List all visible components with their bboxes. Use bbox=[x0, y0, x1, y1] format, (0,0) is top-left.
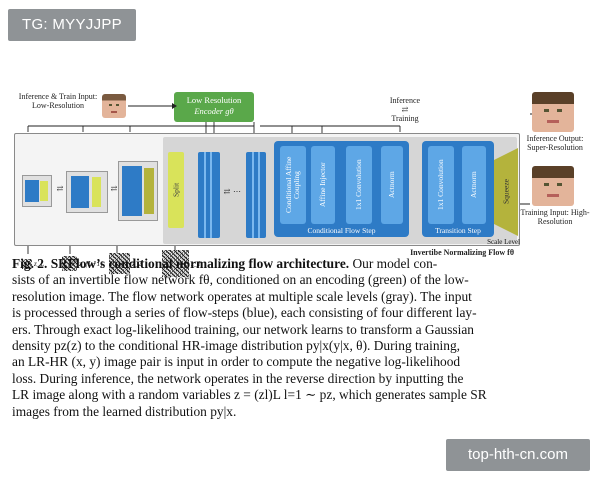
arrow-icon: ⇄ bbox=[56, 184, 64, 193]
conditional-flow-step-label: Conditional Flow Step bbox=[307, 226, 376, 235]
ellipsis: ⋯ bbox=[233, 187, 241, 196]
affine-injector: Affine Injector bbox=[311, 146, 335, 224]
encoder-label-line1: Low Resolution bbox=[186, 95, 242, 105]
watermark-bottom: top-hth-cn.com bbox=[446, 439, 590, 471]
flow-stack-2 bbox=[71, 176, 89, 208]
transition-conv-1x1: 1x1 Convolution bbox=[428, 146, 454, 224]
caption-line-7: an LR-HR (x, y) image pair is input in o… bbox=[12, 354, 461, 370]
latent-zL-label: z_L bbox=[34, 260, 45, 268]
caption-line-3: resolution image. The flow network opera… bbox=[12, 288, 472, 304]
squeeze-label: Squeeze bbox=[501, 179, 511, 205]
caption-line-1: Fig. 2. SRFlow’s conditional normalizing… bbox=[12, 256, 582, 272]
latent-zL-1-label: z_{L−1} bbox=[79, 260, 103, 268]
latent-z2-image bbox=[109, 253, 130, 274]
caption-line-4: is processed through a series of flow-st… bbox=[12, 305, 477, 321]
caption-line-10: images from the learned distribution py|… bbox=[12, 403, 237, 419]
lr-input-label: Inference & Train Input: Low-Resolution bbox=[18, 92, 98, 110]
bidirectional-arrow-icon: ⇄ bbox=[401, 105, 409, 114]
split-block: Split bbox=[168, 152, 184, 228]
caption-line-6: density pz(z) to the conditional HR-imag… bbox=[12, 338, 461, 354]
flow-stack-3 bbox=[25, 180, 39, 202]
conditional-affine-coupling: Conditional Affine Coupling bbox=[280, 146, 306, 224]
architecture-diagram: Inference & Train Input: Low-Resolution … bbox=[0, 44, 600, 277]
caption-fig-label: Fig. 2. bbox=[12, 256, 48, 271]
transition-actnorm: Actnorm bbox=[462, 146, 486, 224]
flow-steps-stack-b bbox=[246, 152, 266, 238]
split-3 bbox=[40, 181, 48, 201]
hr-training-image bbox=[532, 166, 574, 206]
transition-step-label: Transition Step bbox=[435, 226, 481, 235]
actnorm: Actnorm bbox=[381, 146, 403, 224]
inference-word: Inference bbox=[389, 96, 421, 105]
lr-input-image bbox=[102, 94, 126, 118]
caption-line-5: ers. Through exact log-likelihood traini… bbox=[12, 321, 474, 337]
conv-1x1: 1x1 Convolution bbox=[346, 146, 372, 224]
squeeze-shape bbox=[494, 148, 518, 236]
flow-steps-stack-a bbox=[198, 152, 220, 238]
scale-level-label: Scale Level bbox=[487, 238, 520, 246]
figure-caption: Fig. 2. SRFlow’s conditional normalizing… bbox=[12, 256, 582, 420]
caption-fig-title: SRFlow’s conditional normalizing flow ar… bbox=[50, 256, 350, 271]
flow-line bbox=[204, 152, 206, 238]
flow-line bbox=[258, 152, 260, 238]
latent-zL-1-image bbox=[62, 256, 77, 271]
flow-line bbox=[252, 152, 254, 238]
flow-stack-1 bbox=[122, 166, 142, 216]
training-word: Training bbox=[391, 114, 419, 123]
inference-training-label: Inference ⇄ Training bbox=[378, 96, 432, 123]
lr-encoder-box: Low Resolution Encoder gθ bbox=[174, 92, 254, 122]
arrow-icon: ⇄ bbox=[223, 187, 231, 196]
caption-line1-rest: Our model con- bbox=[352, 256, 438, 271]
latent-zL-image bbox=[22, 259, 32, 269]
sr-output-image bbox=[532, 92, 574, 132]
latent-z1-label: z_1 bbox=[191, 260, 201, 268]
latent-z1-image bbox=[162, 250, 189, 277]
caption-line-8: loss. During inference, the network oper… bbox=[12, 370, 464, 386]
training-input-label: Training Input: High-Resolution bbox=[520, 208, 590, 226]
encoder-label-line2: Encoder gθ bbox=[194, 106, 234, 116]
split-2 bbox=[92, 177, 101, 207]
watermark-top: TG: MYYJJPP bbox=[8, 9, 136, 41]
arrow-icon: ⇄ bbox=[110, 184, 118, 193]
invertible-flow-label: Invertibe Normalizing Flow fθ bbox=[410, 248, 514, 257]
squeeze-1 bbox=[144, 168, 154, 214]
inference-output-label: Inference Output: Super-Resolution bbox=[526, 134, 584, 152]
caption-line-9: LR image along with a random variables z… bbox=[12, 387, 487, 403]
flow-line bbox=[210, 152, 212, 238]
caption-line-2: sists of an invertible flow network fθ, … bbox=[12, 272, 469, 288]
latent-z2-label: z_2 bbox=[132, 260, 142, 268]
